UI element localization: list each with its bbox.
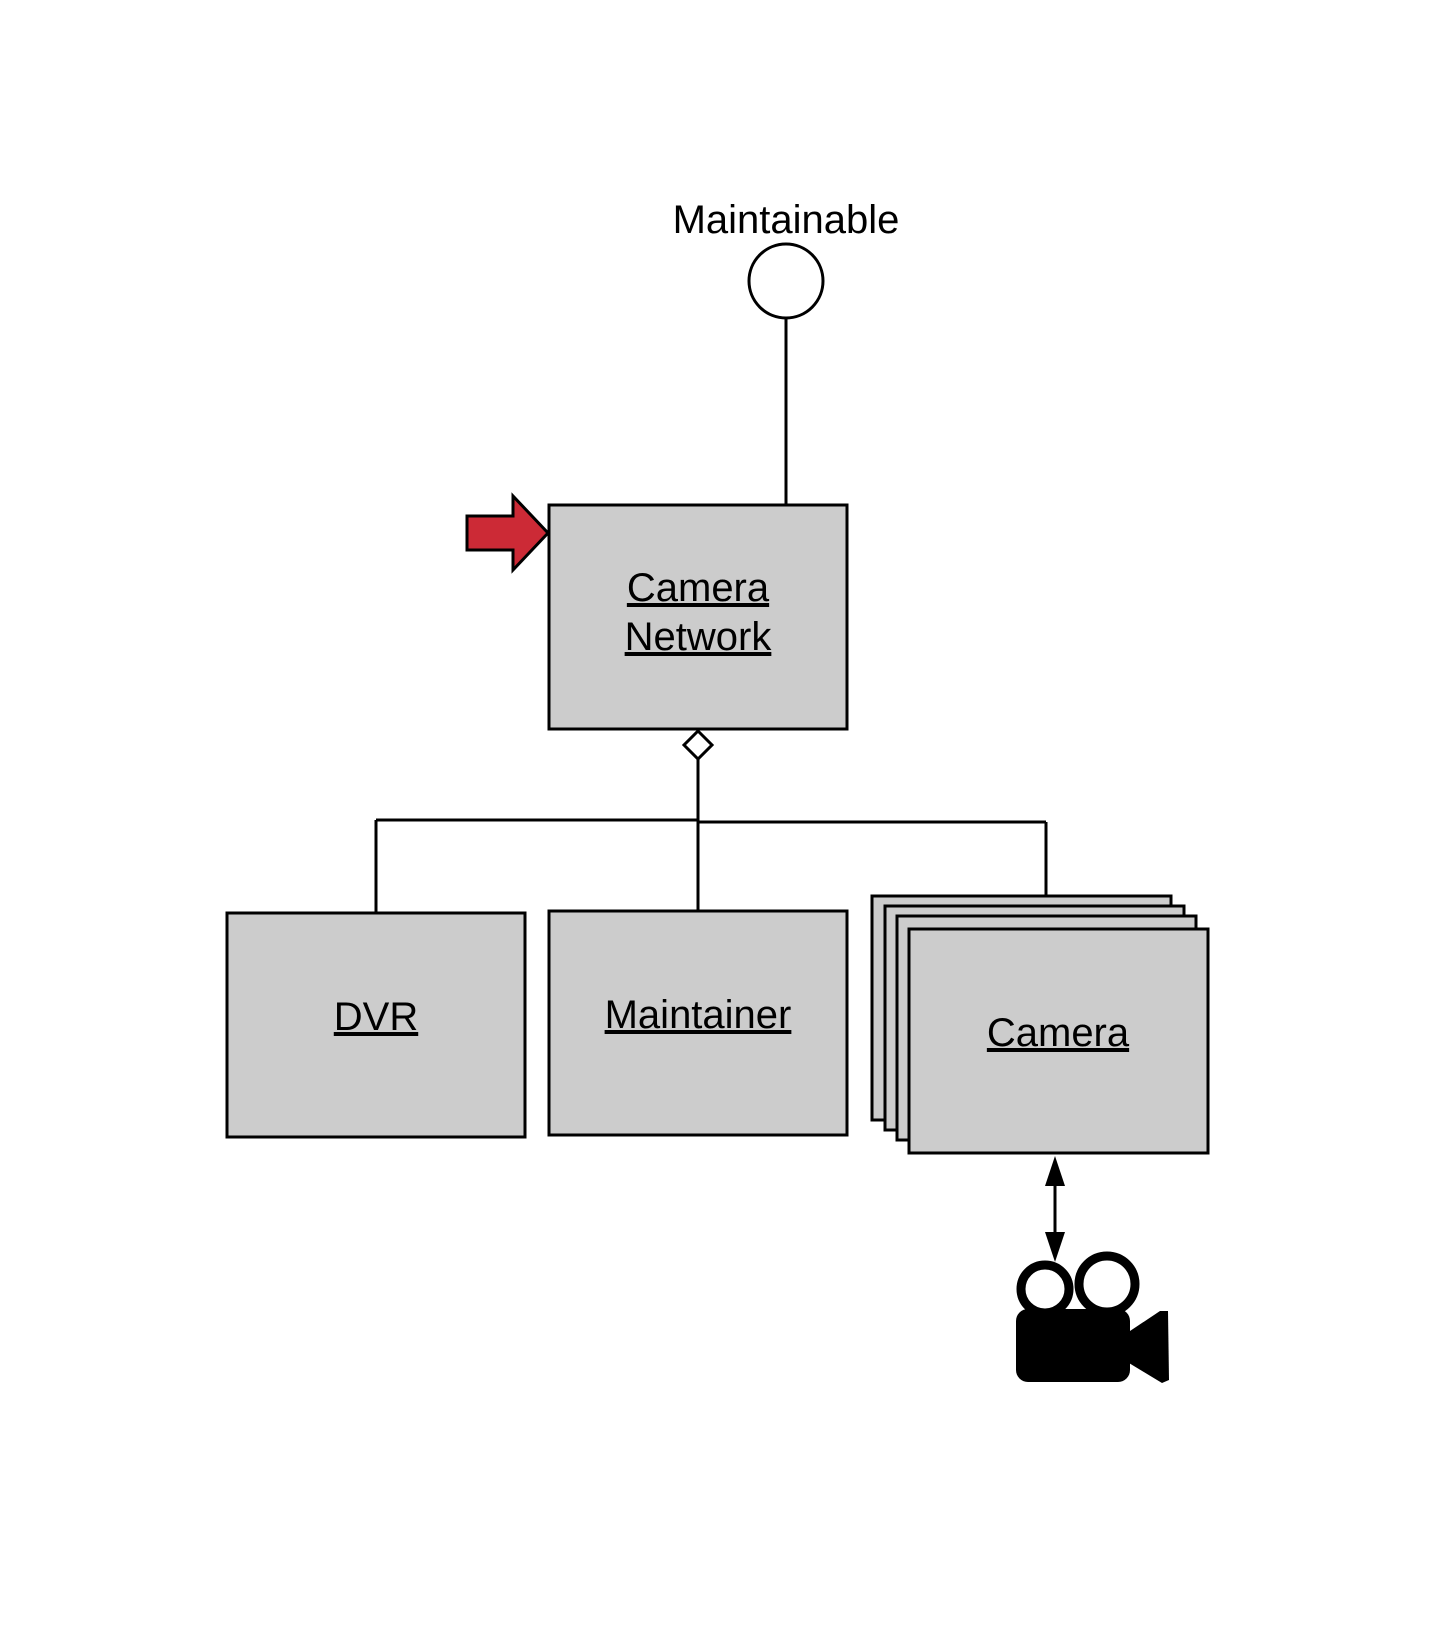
movie-camera-icon	[1016, 1251, 1169, 1383]
interface-label-maintainable: Maintainable	[673, 198, 900, 242]
maintainer-label: Maintainer	[605, 993, 792, 1037]
camera-stack-box[interactable]: Camera	[870, 894, 1210, 1155]
interface-lollipop-circle	[747, 242, 825, 320]
red-arrow-icon	[465, 492, 551, 574]
dvr-label: DVR	[334, 995, 418, 1039]
maintainer-box[interactable]: Maintainer	[547, 909, 849, 1137]
camera-network-label-line2: Network	[625, 615, 773, 659]
camera-network-box[interactable]: Camera Network	[547, 503, 849, 731]
aggregation-connectors	[374, 759, 1048, 913]
camera-label: Camera	[987, 1011, 1130, 1055]
dvr-box[interactable]: DVR	[225, 911, 527, 1139]
camera-network-label-line1: Camera	[627, 566, 770, 610]
camera-stack-front	[907, 927, 1210, 1155]
bidirectional-arrow	[1045, 1156, 1065, 1262]
aggregation-diamond	[681, 728, 715, 762]
